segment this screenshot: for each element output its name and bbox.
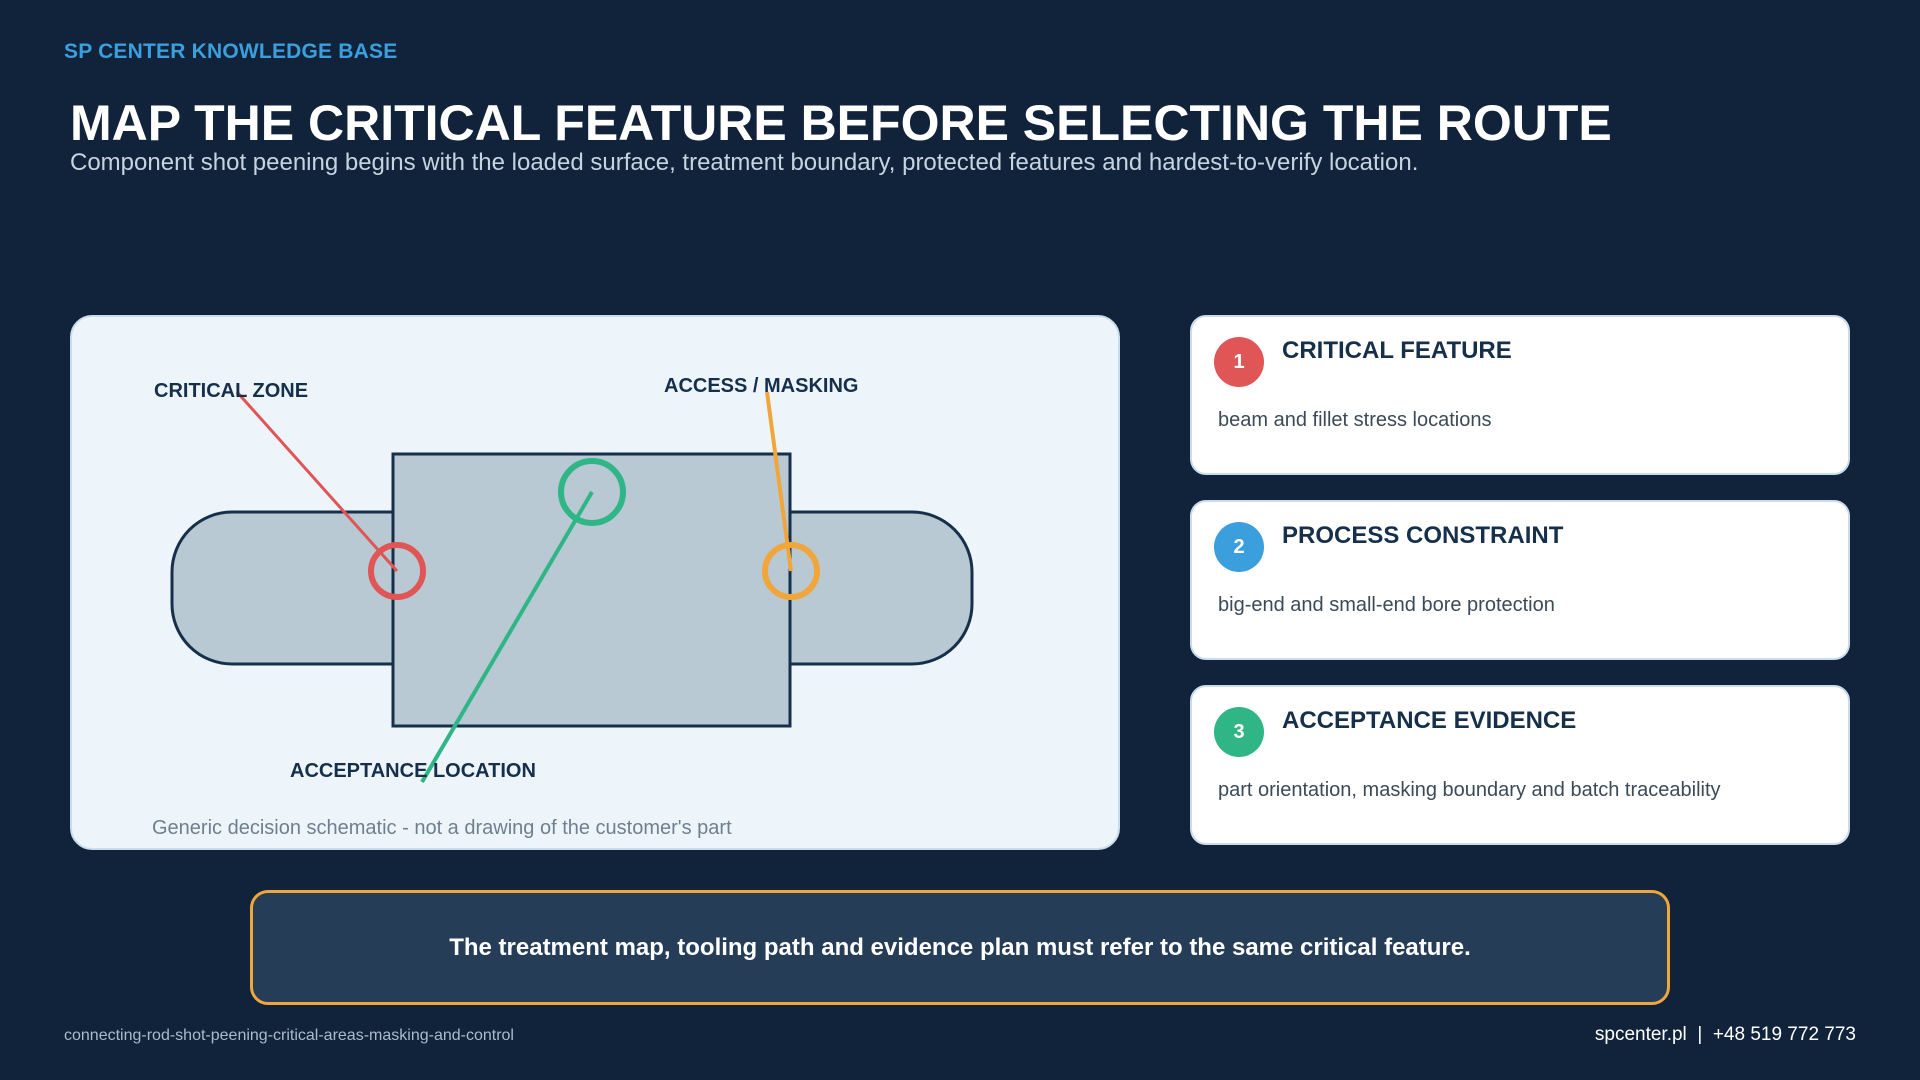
- card-title: PROCESS CONSTRAINT: [1282, 522, 1564, 549]
- part-schematic: CRITICAL ZONE ACCESS / MASKING ACCEPTANC…: [154, 375, 974, 784]
- card-text: part orientation, masking boundary and b…: [1218, 779, 1721, 801]
- acceptance-location-leader: [420, 490, 594, 784]
- page-subtitle: Component shot peening begins with the l…: [70, 149, 1419, 176]
- card-number-badge: 3: [1214, 707, 1264, 757]
- central-body: [391, 452, 792, 728]
- critical-zone-leader: [235, 391, 399, 572]
- card-number-badge: 2: [1214, 522, 1264, 572]
- card-critical-feature: 1 CRITICAL FEATURE beam and fillet stres…: [1190, 315, 1850, 475]
- footer-contact: spcenter.pl | +48 519 772 773: [1594, 1024, 1856, 1045]
- callout-text: The treatment map, tooling path and evid…: [449, 933, 1471, 961]
- card-title: ACCEPTANCE EVIDENCE: [1282, 707, 1577, 734]
- card-acceptance-evidence: 3 ACCEPTANCE EVIDENCE part orientation, …: [1190, 685, 1850, 845]
- acceptance-location-marker: [558, 458, 626, 526]
- critical-zone-marker: [368, 542, 426, 600]
- card-text: big-end and small-end bore protection: [1218, 594, 1555, 616]
- page-title: MAP THE CRITICAL FEATURE BEFORE SELECTIN…: [70, 95, 1612, 151]
- footer-slug: connecting-rod-shot-peening-critical-are…: [64, 1027, 514, 1044]
- access-masking-marker: [762, 542, 820, 600]
- key-message-callout: The treatment map, tooling path and evid…: [250, 890, 1670, 1005]
- diagram-panel: CRITICAL ZONE ACCESS / MASKING ACCEPTANC…: [70, 315, 1120, 850]
- access-masking-label: ACCESS / MASKING: [664, 375, 858, 397]
- card-text: beam and fillet stress locations: [1218, 409, 1492, 431]
- critical-zone-label: CRITICAL ZONE: [154, 380, 308, 402]
- acceptance-location-label: ACCEPTANCE LOCATION: [290, 760, 536, 782]
- access-masking-leader: [765, 391, 793, 572]
- card-process-constraint: 2 PROCESS CONSTRAINT big-end and small-e…: [1190, 500, 1850, 660]
- card-number-badge: 1: [1214, 337, 1264, 387]
- brand-label: SP CENTER KNOWLEDGE BASE: [64, 40, 398, 63]
- card-title: CRITICAL FEATURE: [1282, 337, 1512, 364]
- diagram-caption: Generic decision schematic - not a drawi…: [152, 817, 732, 839]
